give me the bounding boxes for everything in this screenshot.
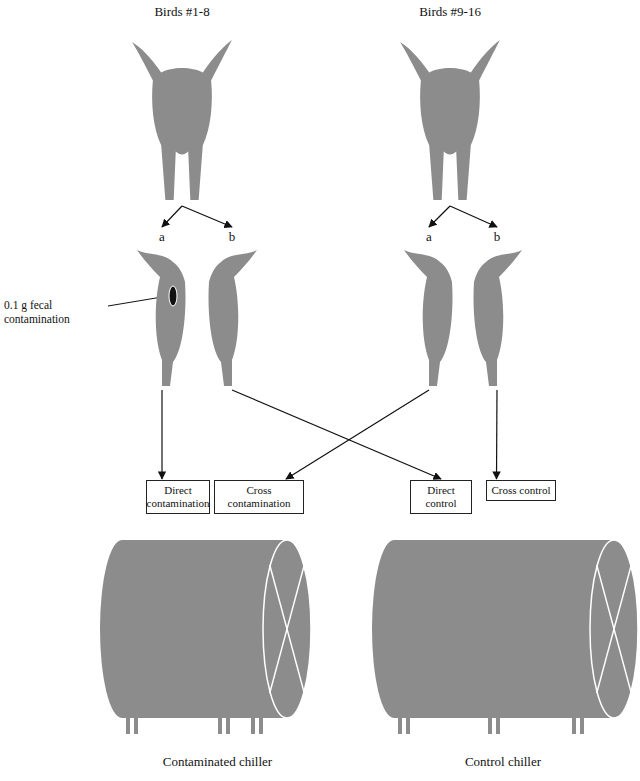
half-silhouette (203, 250, 261, 388)
chiller-label: Contaminated chiller (100, 754, 335, 770)
half-carcass: b (468, 228, 526, 388)
half-silhouette (468, 250, 526, 388)
half-silhouette (400, 250, 458, 388)
half-carcass: a (400, 228, 458, 388)
sample-box: Cross control (486, 480, 556, 501)
half-label: a (400, 228, 458, 246)
sample-box: Direct control (410, 480, 472, 514)
box-label: Direct contamination (147, 484, 210, 510)
sample-box: Cross contamination (214, 480, 304, 514)
chiller-cylinder (100, 540, 335, 740)
half-label: b (468, 228, 526, 246)
box-label: Direct control (413, 484, 469, 510)
flow-arrow (162, 206, 182, 227)
half-carcass: a (133, 228, 191, 388)
chiller-label: Control chiller (372, 754, 634, 770)
chiller-cylinder (372, 540, 640, 740)
bird-silhouette (130, 32, 234, 204)
half-carcass: b (203, 228, 261, 388)
half-label: b (203, 228, 261, 246)
flow-arrow (450, 206, 497, 227)
group-label: Birds #9-16 (368, 4, 532, 20)
half-silhouette (133, 250, 191, 388)
flow-arrow (161, 390, 162, 479)
chiller-drum: Contaminated chiller (100, 540, 335, 776)
flow-arrow (286, 390, 429, 479)
callout-label: 0.1 g fecal contamination (4, 298, 106, 327)
flow-arrow (429, 206, 450, 227)
sample-box: Direct contamination (146, 480, 210, 514)
half-label: a (133, 228, 191, 246)
flow-arrow (232, 390, 441, 479)
box-label: Cross control (492, 484, 551, 497)
bird-carcass: Birds #9-16 (398, 4, 502, 204)
bird-silhouette (398, 32, 502, 204)
group-label: Birds #1-8 (100, 4, 264, 20)
flow-arrow (182, 206, 232, 227)
bird-carcass: Birds #1-8 (130, 4, 234, 204)
flow-arrow (496, 390, 498, 479)
box-label: Cross contamination (217, 484, 301, 510)
chiller-drum: Control chiller (372, 540, 640, 776)
